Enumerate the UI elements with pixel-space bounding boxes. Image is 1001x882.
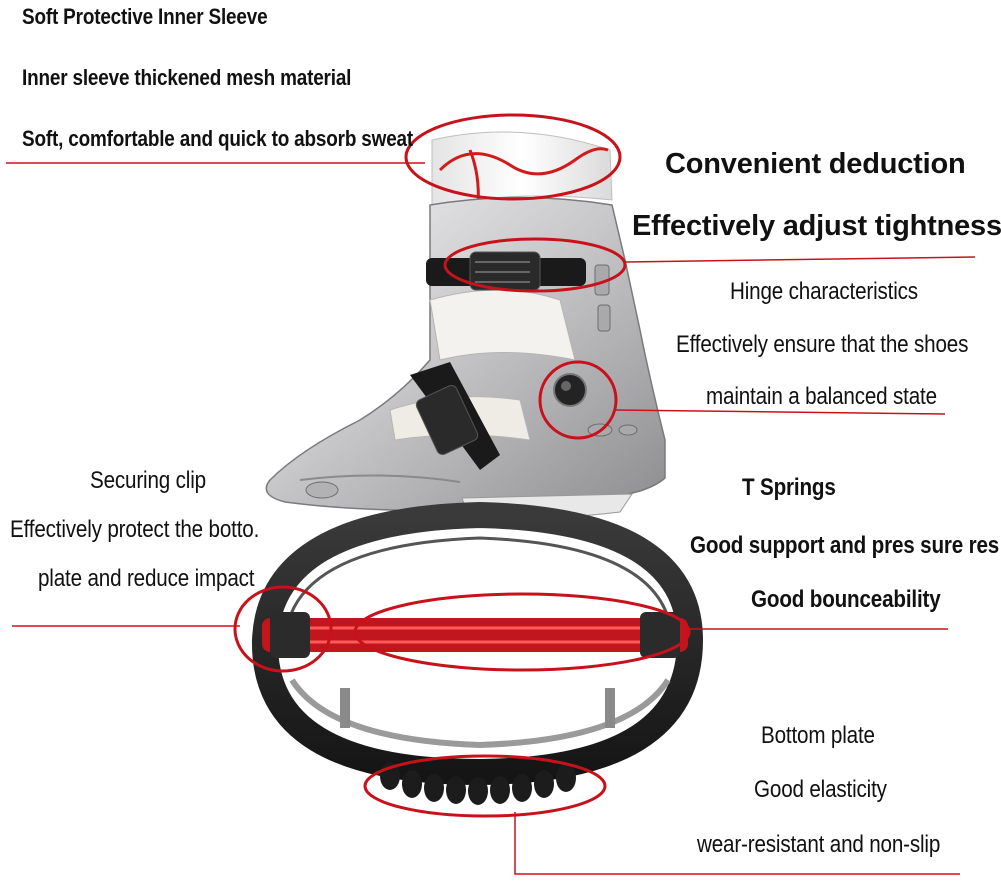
sleeve-line1: Inner sleeve thickened mesh material (22, 65, 352, 90)
highlight-clip (233, 585, 333, 673)
hinge-line1: Effectively ensure that the shoes (676, 331, 969, 358)
highlight-buckle (443, 237, 627, 293)
buckle-line1: Effectively adjust tightness (632, 210, 1001, 242)
highlight-sleeve (404, 113, 622, 201)
boot-shell (265, 196, 666, 521)
callout-line-plate (514, 812, 960, 875)
buckle-title: Convenient deduction (665, 148, 966, 180)
sleeve-title: Soft Protective Inner Sleeve (22, 4, 268, 29)
springs-line2: Good bounceability (751, 586, 941, 613)
bounce-ring (251, 501, 704, 786)
t-springs (262, 612, 688, 658)
sole-treads (380, 762, 576, 805)
clip-line1: Effectively protect the botto. (10, 516, 260, 543)
hinge-line2: maintain a balanced state (706, 383, 937, 410)
highlight-plate (363, 754, 607, 818)
clip-title: Securing clip (90, 467, 206, 494)
springs-title: T Springs (742, 474, 836, 501)
springs-line1: Good support and pres sure res stance (690, 532, 1001, 559)
plate-title: Bottom plate (761, 722, 875, 749)
callout-line-buckle (624, 256, 976, 263)
highlight-springs (353, 592, 691, 672)
hinge-title: Hinge characteristics (730, 278, 918, 305)
hinge (553, 373, 587, 407)
plate-line1: Good elasticity (754, 776, 887, 803)
highlight-hinge (538, 360, 618, 440)
strap (410, 251, 586, 470)
clip-line2: plate and reduce impact (38, 565, 255, 592)
plate-line2: wear-resistant and non-slip (697, 831, 941, 858)
sleeve-line2: Soft, comfortable and quick to absorb sw… (22, 126, 414, 151)
callout-line-hinge (614, 409, 946, 415)
